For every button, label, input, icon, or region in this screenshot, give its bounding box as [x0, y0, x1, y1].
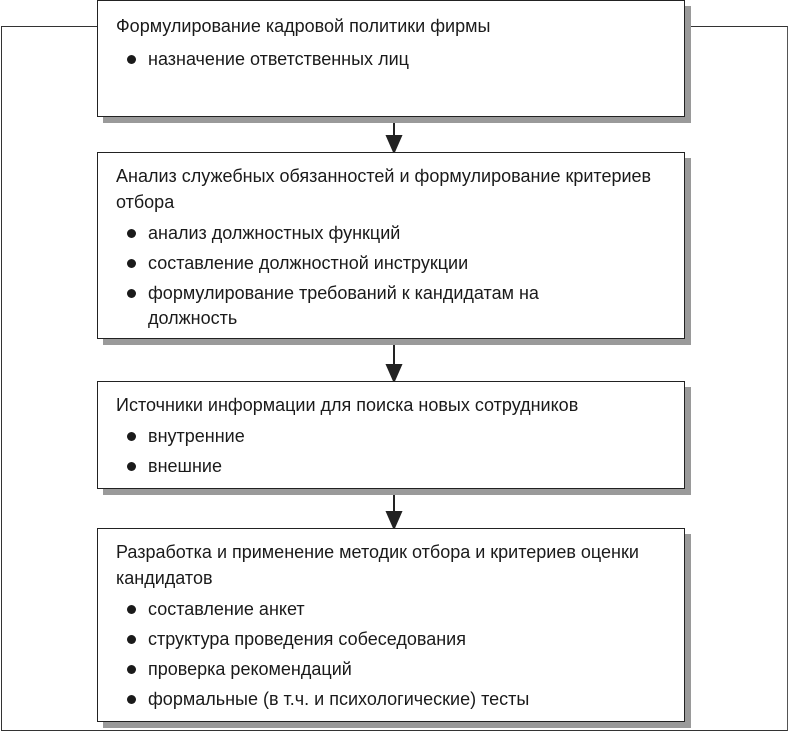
list-item: проверка рекомендаций — [116, 657, 670, 682]
arrow-3-head — [385, 511, 403, 531]
arrow-2-head — [385, 364, 403, 384]
stage-box-analysis: Анализ служебных обязанностей и формулир… — [97, 152, 685, 339]
list-item: составление должностной инструкции — [116, 251, 670, 276]
stage-title: Формулирование кадровой политики фирмы — [116, 16, 491, 36]
stage-box-methods: Разработка и применение методик отбора и… — [97, 528, 685, 722]
list-item: внешние — [116, 454, 670, 479]
list-item: анализ должностных функций — [116, 221, 670, 246]
stage-items: назначение ответственных лиц — [116, 47, 670, 72]
list-item: структура проведения собеседования — [116, 627, 670, 652]
list-item: назначение ответственных лиц — [116, 47, 670, 72]
stage-box-policy: Формулирование кадровой политики фирмы н… — [97, 0, 685, 117]
list-item: внутренние — [116, 424, 670, 449]
list-item: формулирование требований к кандидатам н… — [116, 281, 568, 331]
stage-items: анализ должностных функций составление д… — [116, 221, 670, 331]
stage-title: Разработка и применение методик отбора и… — [116, 542, 639, 588]
stage-title: Источники информации для поиска новых со… — [116, 395, 579, 415]
list-item: составление анкет — [116, 597, 670, 622]
stage-box-sources: Источники информации для поиска новых со… — [97, 381, 685, 489]
list-item: формальные (в т.ч. и психологические) те… — [116, 687, 670, 712]
stage-items: составление анкет структура проведения с… — [116, 597, 670, 712]
stage-items: внутренние внешние — [116, 424, 670, 479]
arrow-1-head — [385, 135, 403, 155]
stage-title: Анализ служебных обязанностей и формулир… — [116, 166, 652, 212]
